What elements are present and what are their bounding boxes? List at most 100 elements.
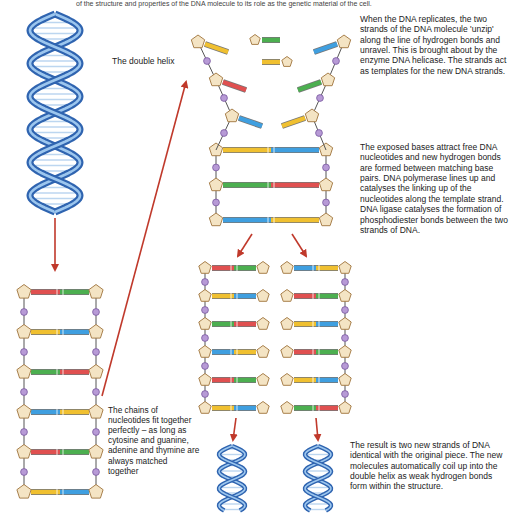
phosphate-dot: [213, 199, 220, 206]
rung: [219, 470, 245, 471]
sugar-pentagon: [17, 405, 31, 419]
sugar-pentagon: [339, 402, 351, 414]
sugar-pentagon: [209, 178, 222, 191]
base-outline: [294, 265, 316, 271]
rung: [31, 126, 80, 127]
base-outline: [212, 405, 234, 411]
hydrogen-bond: [57, 448, 58, 456]
base-outline: [60, 409, 89, 415]
base: [60, 330, 89, 334]
rung: [219, 454, 245, 455]
base-outline: [223, 147, 271, 153]
sugar-pentagon: [281, 318, 293, 330]
rung: [305, 487, 331, 488]
phosphate-dot: [342, 335, 349, 342]
helix-strand: [305, 446, 331, 511]
hydrogen-bond: [57, 368, 58, 376]
base-outline: [31, 409, 60, 415]
base-outline: [60, 449, 89, 455]
base: [31, 410, 60, 414]
hydrogen-bond: [313, 264, 314, 272]
rung: [31, 165, 79, 166]
base-outline: [314, 44, 337, 52]
helix-highlight: [219, 446, 245, 511]
base-outline: [294, 321, 316, 327]
hydrogen-bond: [57, 408, 58, 416]
phosphate-dot: [317, 95, 324, 102]
base-outline: [271, 147, 319, 153]
phosphate-dot: [323, 199, 330, 206]
base: [60, 450, 89, 454]
sugar-pentagon: [199, 346, 211, 358]
sugar-pentagon: [281, 346, 293, 358]
base-outline: [223, 217, 271, 223]
sugar-pentagon: [17, 445, 31, 459]
base: [282, 118, 305, 126]
helix-highlight: [30, 14, 80, 212]
helix-strand: [219, 446, 245, 511]
sugar-pentagon: [199, 402, 211, 414]
sugar-pentagon: [257, 262, 269, 274]
base-outline: [31, 329, 60, 335]
phosphate-dot: [93, 389, 100, 396]
base: [271, 148, 319, 152]
hydrogen-bond: [237, 348, 238, 356]
hydrogen-bond: [231, 376, 232, 384]
hydrogen-bond: [231, 348, 232, 356]
base: [298, 82, 321, 90]
base-outline: [316, 321, 338, 327]
hydrogen-bond: [231, 320, 232, 328]
base-outline: [31, 449, 60, 455]
base-outline: [60, 369, 89, 375]
phosphate-dot: [204, 58, 211, 65]
helix-strand: [219, 446, 245, 511]
sugar-pentagon: [282, 57, 292, 67]
base: [31, 370, 60, 374]
hydrogen-bond: [268, 146, 269, 154]
sugar-pentagon: [257, 374, 269, 386]
rung: [219, 487, 245, 488]
base: [60, 490, 89, 494]
helix-strand: [305, 446, 331, 511]
sugar-pentagon: [250, 35, 260, 45]
nucleotide-ladder: [17, 285, 103, 499]
rung: [31, 60, 80, 61]
base-outline: [316, 377, 338, 383]
base-outline: [294, 405, 316, 411]
heading-label: The double helix: [112, 56, 174, 66]
base: [205, 44, 228, 52]
base-outline: [60, 289, 89, 295]
flow-arrow: [292, 234, 306, 256]
hydrogen-bond: [57, 328, 58, 336]
step-note: When the DNA replicates, the two strands…: [360, 14, 510, 76]
base: [31, 450, 60, 454]
new-helices: [219, 446, 331, 511]
rung: [308, 509, 327, 510]
base-outline: [234, 265, 256, 271]
cut-caption: of the structure and properties of the D…: [76, 0, 372, 9]
sugar-pentagon: [319, 213, 332, 226]
flow-arrow: [316, 418, 318, 440]
phosphate-dot: [342, 307, 349, 314]
base-outline: [298, 82, 321, 90]
rung: [222, 509, 241, 510]
sugar-pentagon: [257, 318, 269, 330]
base-outline: [316, 293, 338, 299]
hydrogen-bond: [237, 264, 238, 272]
hydrogen-bond: [237, 404, 238, 412]
flow-arrow: [233, 418, 236, 440]
phosphate-dot: [93, 469, 100, 476]
hydrogen-bond: [313, 320, 314, 328]
phosphate-dot: [202, 363, 209, 370]
base-outline: [212, 321, 234, 327]
base-outline: [239, 118, 262, 126]
phosphate-dot: [21, 349, 28, 356]
flow-arrow: [238, 234, 252, 256]
base-outline: [212, 293, 234, 299]
hydrogen-bond: [268, 216, 269, 224]
rung: [305, 470, 331, 471]
base: [271, 218, 319, 222]
rung: [31, 93, 80, 94]
phosphate-dot: [333, 58, 340, 65]
